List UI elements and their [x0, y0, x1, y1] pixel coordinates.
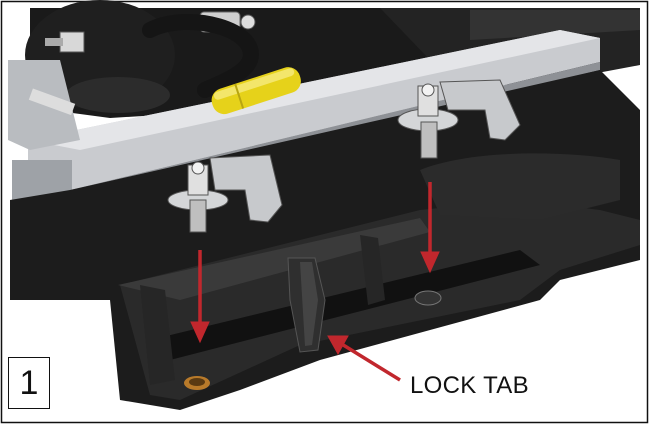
mounting-pin-left	[167, 154, 283, 233]
yellow-grip-handle	[211, 67, 301, 115]
bushing-right	[414, 290, 442, 306]
hose	[142, 14, 259, 98]
step-number: 1	[19, 364, 39, 402]
mounting-pin-right	[397, 79, 521, 159]
hitch-base-rail	[28, 30, 600, 190]
bolt-top-left	[59, 31, 85, 53]
arrow-pin-left	[190, 250, 210, 344]
step-number-box: 1	[8, 357, 50, 409]
left-wall	[140, 285, 175, 385]
arrow-pin-right	[420, 182, 440, 274]
base-front-lip	[118, 218, 430, 300]
lock-tab-callout: LOCK TAB	[410, 372, 529, 399]
center-wall	[360, 235, 385, 305]
right-side-plate	[420, 153, 620, 220]
arrow-lock-tab	[327, 335, 401, 382]
